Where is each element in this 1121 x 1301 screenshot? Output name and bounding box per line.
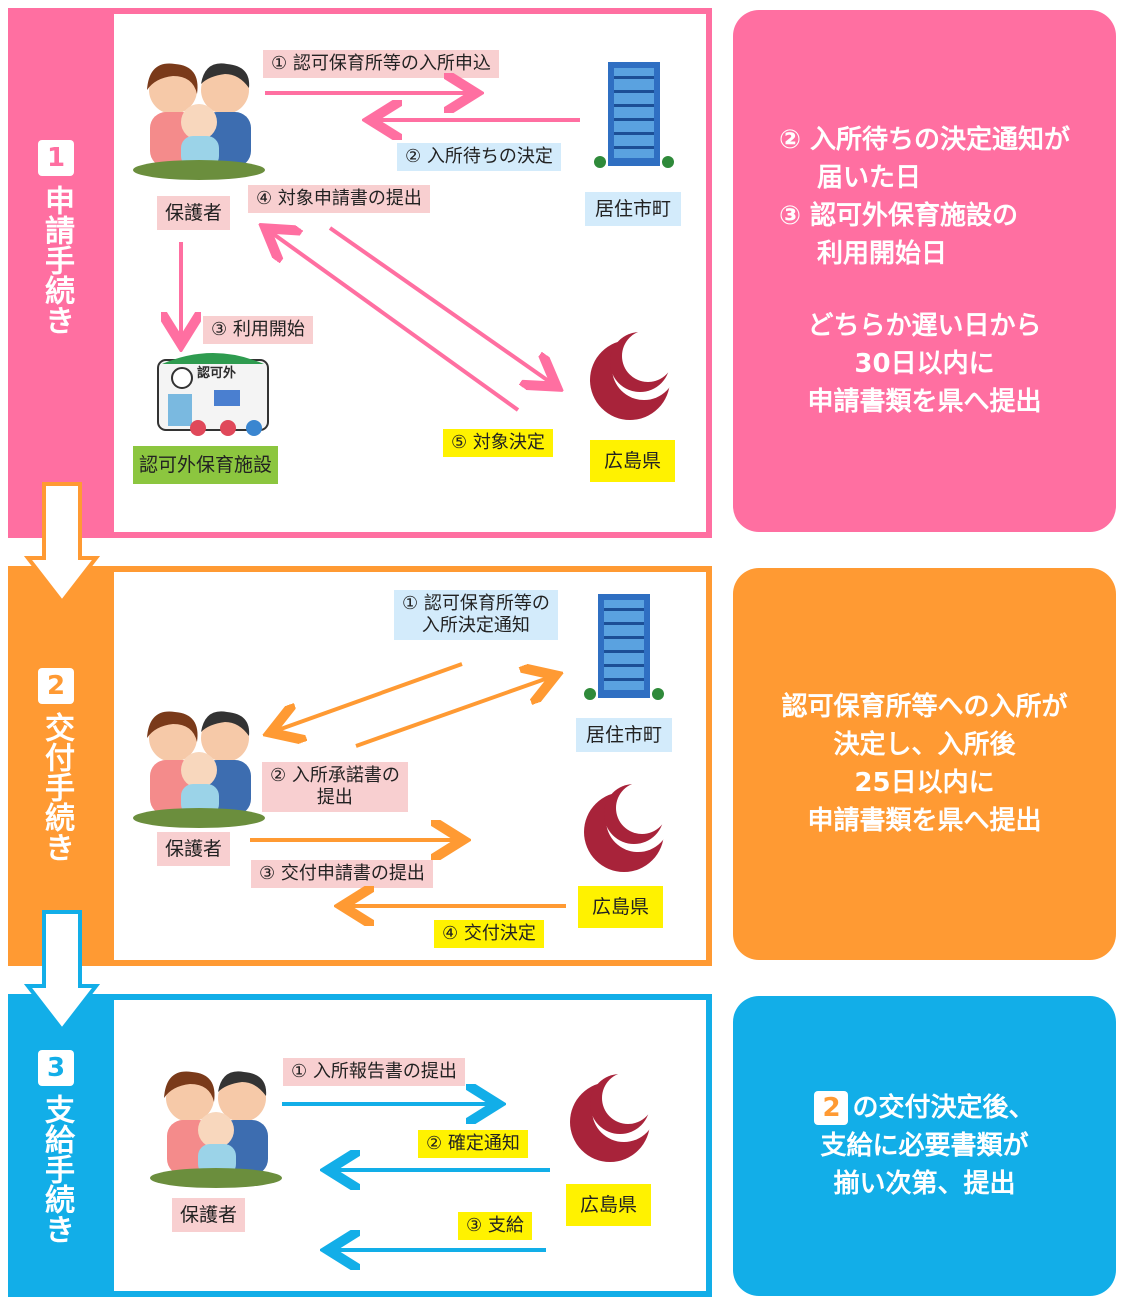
step2-step1-line1: ① 認可保育所等の (402, 593, 550, 614)
step1-side-line2: 届いた日 (816, 163, 921, 193)
step1-bar (8, 8, 112, 538)
step1-side-line1: ② 入所待ちの決定通知が (778, 125, 1071, 155)
step2-side-line4: 申請書類を県へ提出 (807, 806, 1042, 836)
step2-step4: ④ 交付決定 (434, 920, 544, 948)
step3-side-line3: 揃い次第、提出 (833, 1169, 1016, 1199)
step1-side-line6: 30日以内に (854, 349, 995, 379)
facility-sign-text: 認可外 (197, 366, 237, 381)
step1-step1: ① 認可保育所等の入所申込 (263, 50, 499, 78)
step2-title: 交付手続き (38, 712, 74, 862)
step1-title: 申請手続き (38, 185, 74, 335)
step2-title-text: 交付手続き (39, 712, 74, 862)
step3-side-badge: 2 (814, 1091, 849, 1125)
step1-facility-label: 認可外保育施設 (133, 446, 279, 484)
step2-side-line2: 決定し、入所後 (833, 730, 1016, 760)
step2-step3: ③ 交付申請書の提出 (251, 860, 433, 888)
step2-applicant-label: 保護者 (157, 832, 231, 866)
step2-prefecture-label: 広島県 (578, 886, 664, 928)
step1-side-line5: どちらか遅い日から (807, 311, 1042, 341)
step3-step3: ③ 支給 (458, 1212, 532, 1240)
step2-step1-line2: 入所決定通知 (421, 615, 530, 636)
step1-applicant-label: 保護者 (157, 196, 231, 230)
step2-side-line1: 認可保育所等への入所が (781, 692, 1068, 722)
step3-title-text: 支給手続き (39, 1094, 74, 1244)
step3-step1: ① 入所報告書の提出 (283, 1058, 465, 1086)
step3-step2: ② 確定通知 (418, 1130, 528, 1158)
step1-step2: ② 入所待ちの決定 (397, 143, 561, 171)
step3-bar (8, 994, 112, 1297)
step2-number: 2 (38, 668, 74, 704)
step2-city-label: 居住市町 (576, 718, 673, 752)
step2-side-note: 認可保育所等への入所が 決定し、入所後 25日以内に 申請書類を県へ提出 (733, 568, 1116, 960)
step1-title-text: 申請手続き (39, 185, 74, 335)
step1-step4: ④ 対象申請書の提出 (248, 185, 430, 213)
step1-city-label: 居住市町 (585, 192, 682, 226)
step1-side-line7: 申請書類を県へ提出 (807, 387, 1042, 417)
step1-step5: ⑤ 対象決定 (443, 429, 553, 457)
step2-step2: ② 入所承諾書の 提出 (262, 762, 408, 812)
step2-step2-line2: 提出 (316, 787, 353, 808)
step1-number: 1 (38, 140, 74, 176)
step3-side-line2: 支給に必要書類が (820, 1131, 1029, 1161)
step3-applicant-label: 保護者 (172, 1198, 246, 1232)
step1-side-line3: ③ 認可外保育施設の (778, 201, 1019, 231)
step2-step2-line1: ② 入所承諾書の (270, 765, 400, 786)
step1-prefecture-label: 広島県 (590, 440, 676, 482)
step3-panel (108, 994, 712, 1297)
step3-prefecture-label: 広島県 (566, 1184, 652, 1226)
step2-bar (8, 566, 112, 966)
step1-side-line4: 利用開始日 (816, 239, 947, 269)
step3-number: 3 (38, 1050, 74, 1086)
step1-side-note: ② 入所待ちの決定通知が 届いた日 ③ 認可外保育施設の 利用開始日 どちらか遅… (733, 10, 1116, 532)
step1-step3: ③ 利用開始 (203, 316, 313, 344)
step3-side-line1: の交付決定後、 (852, 1093, 1035, 1123)
step3-title: 支給手続き (38, 1094, 74, 1244)
step2-side-line3: 25日以内に (854, 768, 995, 798)
step2-step1: ① 認可保育所等の 入所決定通知 (394, 590, 558, 640)
